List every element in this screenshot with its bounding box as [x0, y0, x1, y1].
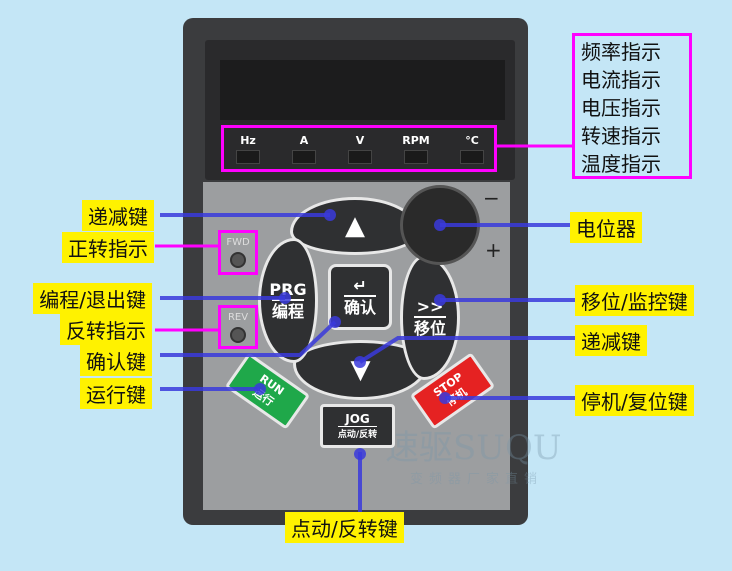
- indicator-a: A: [299, 134, 309, 147]
- led-rpm: [404, 150, 428, 164]
- line-down: [358, 336, 575, 364]
- line-enter: [160, 320, 337, 357]
- label-forward-indicator: 正转指示: [62, 232, 154, 263]
- rev-label: REV: [227, 312, 249, 323]
- indicator-hz: Hz: [240, 134, 256, 147]
- legend-speed: 转速指示: [581, 124, 661, 148]
- label-shift-monitor-key: 移位/监控键: [575, 285, 694, 316]
- plus-mark: +: [485, 238, 502, 262]
- watermark-tagline: 变频器厂家直销: [410, 472, 544, 487]
- rev-indicator: REV: [218, 305, 258, 349]
- led-hz: [236, 150, 260, 164]
- watermark-brand: 速驱SUQU: [385, 428, 562, 468]
- jog-cn-label: 点动/反转: [337, 426, 378, 440]
- minus-mark: −: [483, 186, 500, 210]
- indicator-v: V: [355, 134, 365, 147]
- fwd-label: FWD: [226, 237, 250, 248]
- up-key[interactable]: ▲: [290, 197, 420, 255]
- indicator-legend: 频率指示 电流指示 电压指示 转速指示 温度指示: [572, 33, 692, 179]
- legend-current: 电流指示: [581, 68, 661, 92]
- label-decrement-key-right: 递减键: [575, 325, 647, 356]
- rev-led: [230, 327, 246, 343]
- fwd-led: [230, 252, 246, 268]
- label-decrement-key: 递减键: [82, 200, 154, 231]
- label-potentiometer: 电位器: [570, 212, 642, 243]
- label-jog-reverse-key: 点动/反转键: [285, 512, 404, 543]
- fwd-indicator: FWD: [218, 230, 258, 275]
- led-a: [292, 150, 316, 164]
- legend-frequency: 频率指示: [581, 40, 661, 64]
- legend-voltage: 电压指示: [581, 96, 661, 120]
- enter-icon: ↵: [353, 276, 367, 295]
- shift-cn-label: 移位: [413, 315, 446, 338]
- indicator-rpm: RPM: [402, 134, 430, 147]
- legend-temperature: 温度指示: [581, 152, 661, 176]
- label-confirm-key: 确认键: [80, 345, 152, 376]
- label-run-key: 运行键: [80, 378, 152, 409]
- enter-cn-label: 确认: [343, 295, 376, 317]
- indicator-celsius: °C: [465, 134, 479, 147]
- led-display-window: [220, 60, 505, 120]
- label-reverse-indicator: 反转指示: [60, 314, 152, 345]
- led-celsius: [460, 150, 484, 164]
- led-v: [348, 150, 372, 164]
- up-arrow-icon: ▲: [345, 211, 365, 241]
- jog-label: JOG: [345, 412, 370, 426]
- indicator-highlight: [221, 125, 497, 172]
- label-program-exit-key: 编程/退出键: [33, 283, 152, 314]
- label-stop-reset-key: 停机/复位键: [575, 385, 694, 416]
- prg-label: PRG: [269, 279, 307, 299]
